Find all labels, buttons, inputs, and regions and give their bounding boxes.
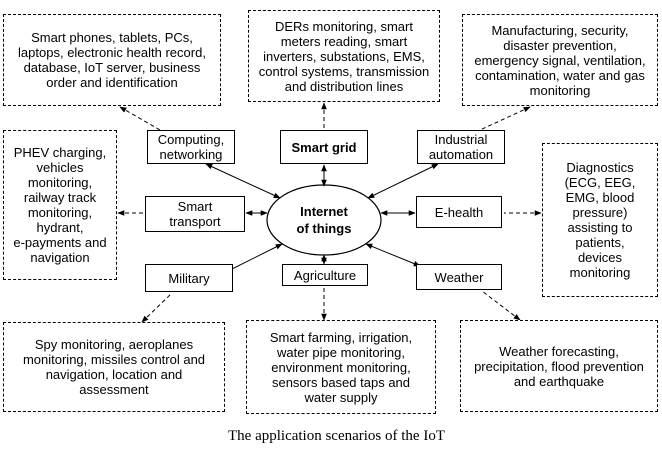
detail-ehealth-text: Diagnostics (ECG, EEG, EMG, blood pressu… — [564, 160, 636, 280]
hub-text: Internet of things — [296, 204, 352, 236]
category-military-label: Military — [168, 270, 210, 286]
detail-industrial-text: Manufacturing, security, disaster preven… — [474, 22, 646, 98]
category-agriculture-label: Agriculture — [293, 267, 357, 283]
category-ehealth-label: E-health — [434, 204, 484, 220]
category-ehealth: E-health — [416, 196, 502, 228]
detail-smart-transport: PHEV charging, vehicles monitoring, rail… — [3, 130, 117, 280]
detail-ehealth: Diagnostics (ECG, EEG, EMG, blood pressu… — [542, 143, 658, 297]
category-industrial: Industrial automation — [417, 130, 505, 164]
category-smart-grid-label: Smart grid — [291, 139, 357, 155]
detail-military: Spy monitoring, aeroplanes monitoring, m… — [3, 322, 225, 412]
arrow-hub-weather — [365, 243, 421, 267]
category-industrial-label: Industrial automation — [428, 132, 494, 162]
arrow-hub-military — [225, 243, 283, 273]
category-agriculture: Agriculture — [282, 264, 368, 286]
detail-smart-grid-text: DERs monitoring, smart meters reading, s… — [258, 18, 430, 94]
detail-computing: Smart phones, tablets, PCs, laptops, ele… — [3, 14, 221, 106]
dash-computing — [119, 106, 161, 131]
detail-military-text: Spy monitoring, aeroplanes monitoring, m… — [22, 337, 206, 397]
category-weather: Weather — [416, 264, 502, 290]
detail-smart-grid: DERs monitoring, smart meters reading, s… — [248, 10, 440, 102]
hub-label: Internet of things — [267, 185, 381, 255]
category-computing: Computing, networking — [147, 130, 235, 164]
category-military: Military — [145, 264, 233, 292]
dash-industrial — [479, 106, 531, 131]
detail-agriculture: Smart farming, irrigation, water pipe mo… — [246, 320, 436, 414]
detail-weather: Weather forecasting, precipitation, floo… — [460, 320, 658, 412]
arrow-hub-industrial — [367, 163, 439, 199]
category-weather-label: Weather — [434, 269, 484, 285]
category-smart-transport-label: Smart transport — [169, 199, 221, 229]
detail-computing-text: Smart phones, tablets, PCs, laptops, ele… — [18, 30, 206, 90]
dash-military — [141, 292, 173, 323]
category-smart-grid: Smart grid — [280, 130, 368, 164]
arrow-hub-computing — [205, 163, 281, 199]
category-computing-label: Computing, networking — [157, 132, 225, 162]
category-smart-transport: Smart transport — [145, 196, 245, 232]
figure-caption: The application scenarios of the IoT — [228, 428, 446, 444]
detail-industrial: Manufacturing, security, disaster preven… — [462, 14, 658, 106]
dash-weather — [481, 290, 521, 321]
detail-weather-text: Weather forecasting, precipitation, floo… — [474, 343, 644, 389]
detail-agriculture-text: Smart farming, irrigation, water pipe mo… — [269, 329, 413, 405]
detail-smart-transport-text: PHEV charging, vehicles monitoring, rail… — [13, 145, 107, 265]
